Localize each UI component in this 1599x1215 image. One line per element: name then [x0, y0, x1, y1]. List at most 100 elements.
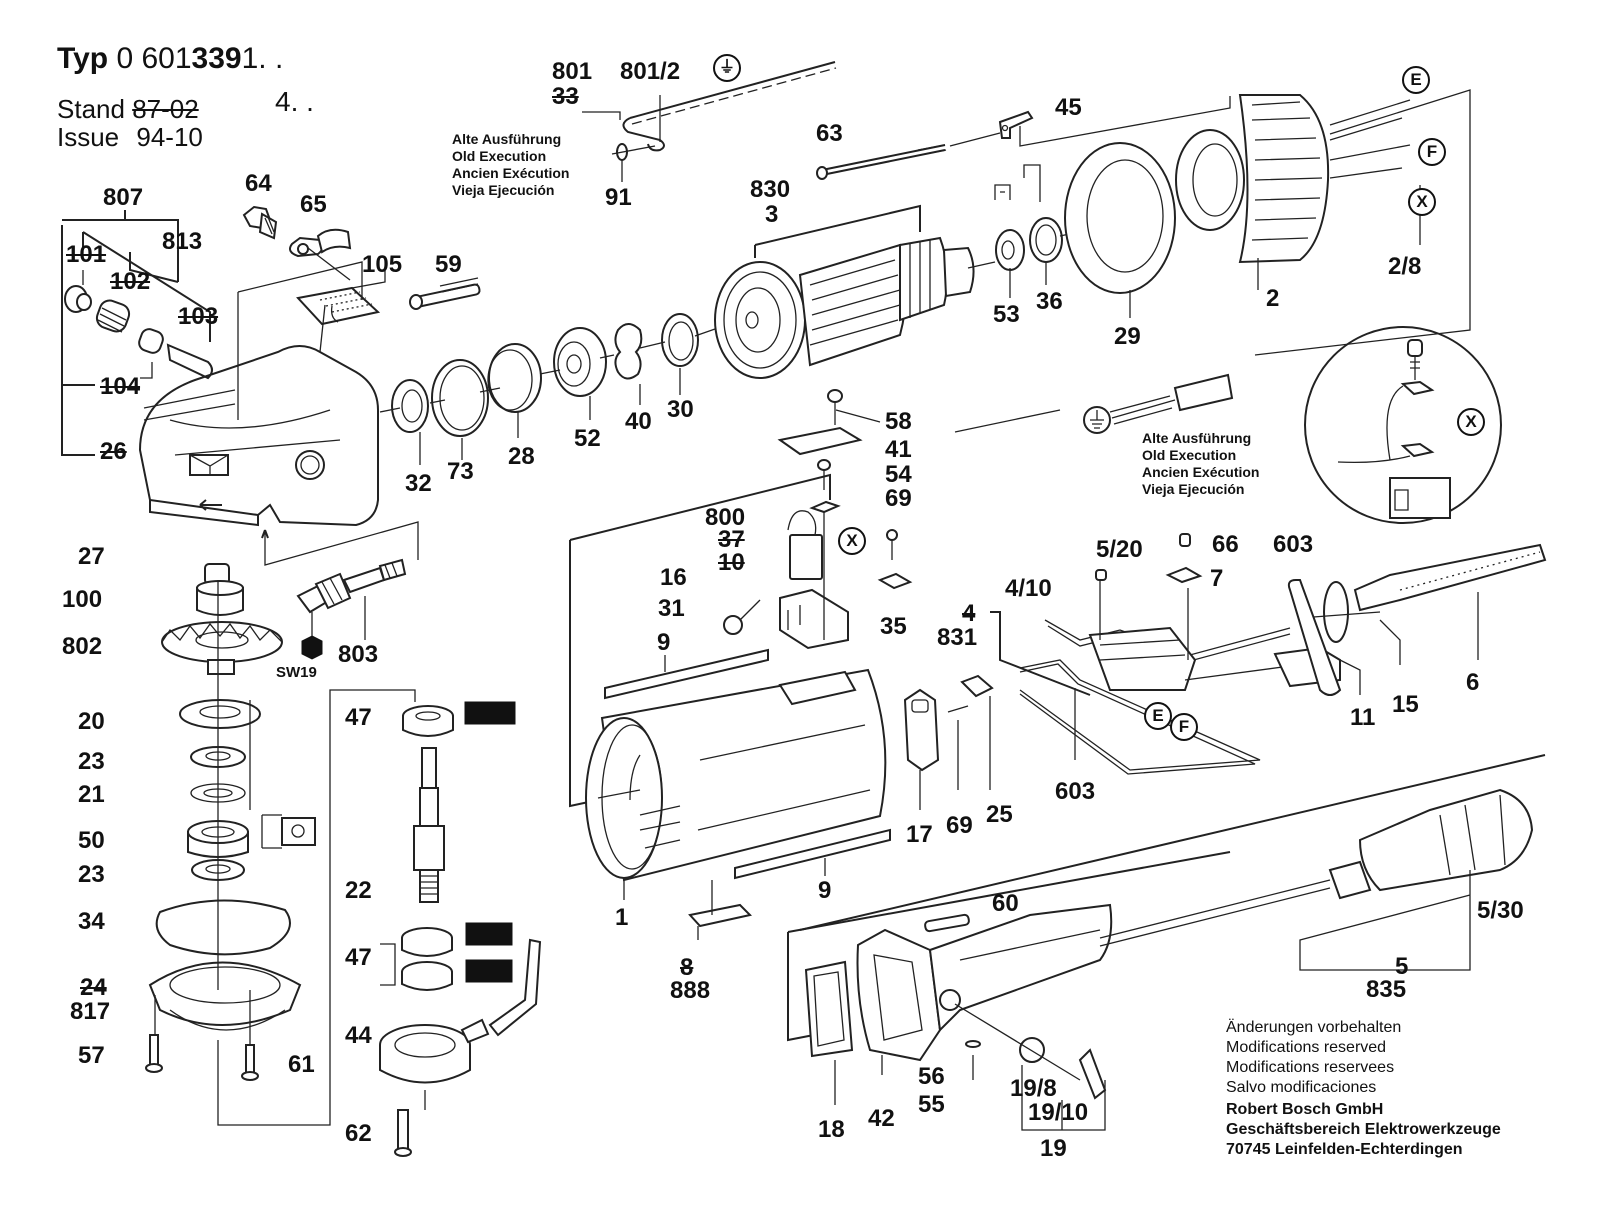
footer-division: Geschäftsbereich Elektrowerkzeuge — [1226, 1121, 1501, 1138]
part-label-22: 22 — [345, 877, 372, 904]
part-label-31: 31 — [658, 595, 685, 622]
ground-symbol-mid — [1083, 373, 1234, 434]
part-label-36: 36 — [1036, 288, 1063, 315]
type-number-bold: 339 — [191, 42, 242, 75]
part-label-50: 50 — [78, 827, 105, 854]
switch-cable-assembly — [990, 533, 1547, 775]
part-label-73: 73 — [447, 458, 474, 485]
stand-label: Stand — [57, 94, 125, 124]
part-label-11: 11 — [1350, 704, 1376, 731]
issue-label: Issue — [57, 122, 120, 152]
part-label-3: 3 — [765, 201, 779, 228]
type-suffix-1: 1. . — [241, 42, 284, 75]
field-coil-2 — [1175, 89, 1471, 356]
part-label-8-obsolete: 8 — [680, 954, 694, 981]
part-label-5: 5 — [1395, 953, 1409, 980]
marker-f-switch: F — [1170, 713, 1198, 741]
plug-cable-5 — [799, 754, 1546, 971]
part-label-47-bottom: 47 — [345, 944, 372, 971]
gear-housing-26 — [138, 261, 419, 566]
part-label-42: 42 — [868, 1105, 895, 1132]
part-label-26-obsolete: 26 — [100, 438, 127, 465]
note-line-fr: Ancien Exécution — [452, 165, 570, 181]
part-label-603-bottom: 603 — [1055, 778, 1096, 805]
marker-x-detail: X — [1457, 408, 1485, 436]
part-label-53: 53 — [993, 301, 1020, 328]
marker-x-brush: X — [838, 527, 866, 555]
part-label-60: 60 — [992, 890, 1019, 917]
note-line-de: Alte Ausführung — [1142, 430, 1252, 446]
part-label-17: 17 — [906, 821, 933, 848]
footer-block: Änderungen vorbehalten Modifications res… — [1226, 1018, 1501, 1160]
part-label-813: 813 — [162, 228, 203, 255]
part-label-15: 15 — [1392, 691, 1419, 718]
part-label-sw19: SW19 — [276, 664, 317, 681]
part-label-63: 63 — [816, 120, 843, 147]
note-line-en: Old Execution — [452, 148, 547, 164]
part-label-105: 105 — [362, 251, 403, 278]
part-label-830: 830 — [750, 176, 791, 203]
part-label-6: 6 — [1466, 669, 1480, 696]
part-label-19: 19 — [1040, 1135, 1067, 1162]
part-label-33-obsolete: 33 — [552, 83, 579, 110]
motor-housing-1 — [569, 473, 891, 940]
part-label-2-8: 2/8 — [1388, 253, 1422, 280]
part-label-10-obsolete: 10 — [718, 549, 745, 576]
part-label-801-2: 801/2 — [620, 58, 681, 85]
part-label-23-upper: 23 — [78, 748, 105, 775]
part-label-52: 52 — [574, 425, 601, 452]
nut-clip-plate — [242, 205, 481, 326]
part-label-69-top: 69 — [885, 485, 912, 512]
part-label-801: 801 — [552, 58, 593, 85]
part-label-7: 7 — [1210, 565, 1224, 592]
earth-cable-old — [582, 61, 837, 182]
footer-company: Robert Bosch GmbH — [1226, 1101, 1384, 1118]
part-label-65: 65 — [300, 191, 327, 218]
bracket-807 — [61, 210, 211, 456]
part-label-47-top: 47 — [345, 704, 372, 731]
spindle-assembly — [379, 701, 542, 1157]
part-label-835: 835 — [1366, 976, 1407, 1003]
marker-f-top: F — [1418, 138, 1446, 166]
footer-address: 70745 Leinfelden-Echterdingen — [1226, 1141, 1463, 1158]
note-line-es: Vieja Ejecución — [452, 182, 555, 198]
part-label-104-obsolete: 104 — [100, 373, 141, 400]
part-label-56: 56 — [918, 1063, 945, 1090]
part-label-9-top: 9 — [657, 629, 671, 656]
ground-symbol-icon: ⏚ — [713, 54, 741, 82]
note-line-en: Old Execution — [1142, 447, 1237, 463]
brush-holder — [723, 389, 1061, 650]
part-label-19-8: 19/8 — [1010, 1075, 1057, 1102]
type-label: Typ — [57, 42, 109, 75]
pin-assembly — [64, 285, 213, 380]
part-label-35: 35 — [880, 613, 907, 640]
part-label-21: 21 — [78, 781, 105, 808]
part-label-69-bottom: 69 — [946, 812, 973, 839]
part-label-1: 1 — [615, 904, 629, 931]
part-label-25: 25 — [986, 801, 1013, 828]
bearings-53-36 — [994, 164, 1136, 298]
part-label-28: 28 — [508, 443, 535, 470]
part-label-800: 800 — [705, 504, 746, 531]
bearing-chain — [379, 313, 736, 465]
part-label-30: 30 — [667, 396, 694, 423]
issue-line: Issue 94-10 — [57, 124, 203, 150]
old-execution-note-right: Alte Ausführung Old Execution Ancien Exé… — [1142, 430, 1259, 498]
part-label-44: 44 — [345, 1022, 372, 1049]
part-label-16: 16 — [660, 564, 687, 591]
part-label-55: 55 — [918, 1091, 945, 1118]
ring-29 — [1064, 142, 1176, 318]
part-label-102-obsolete: 102 — [110, 268, 151, 295]
type-line: Typ 0 6013391. . — [57, 44, 283, 74]
issue-value: 94-10 — [136, 122, 203, 152]
part-label-4-obsolete: 4 — [962, 600, 976, 627]
part-label-24-obsolete: 24 — [80, 974, 107, 1001]
part-label-34: 34 — [78, 908, 105, 935]
part-label-603-top: 603 — [1273, 531, 1314, 558]
part-label-40: 40 — [625, 408, 652, 435]
part-label-62: 62 — [345, 1120, 372, 1147]
part-label-802: 802 — [62, 633, 103, 660]
pinion-803 — [296, 558, 407, 660]
part-label-32: 32 — [405, 470, 432, 497]
